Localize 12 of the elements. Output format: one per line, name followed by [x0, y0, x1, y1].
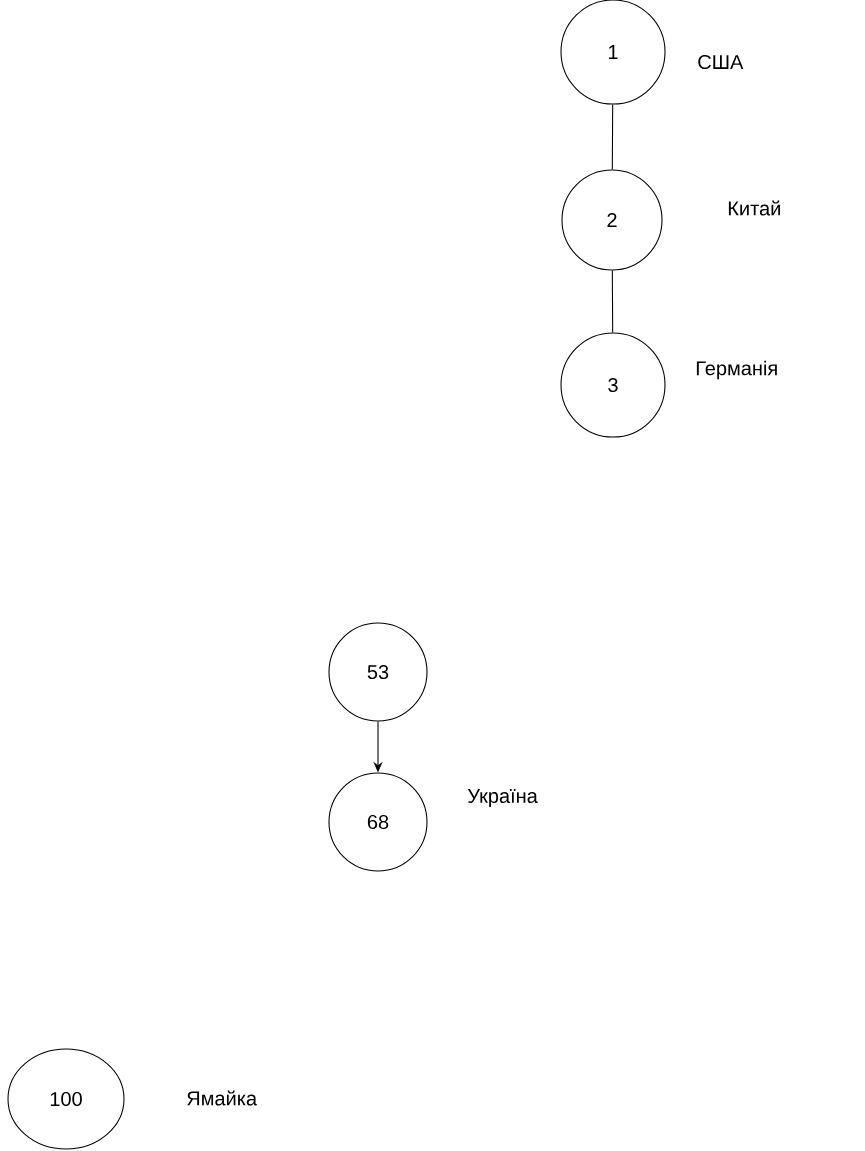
country-label: Ямайка [187, 1090, 258, 1106]
country-label: Україна [467, 789, 538, 807]
country-label: Германія [696, 360, 777, 380]
circle-node: 68 [328, 772, 428, 872]
circle-node: 2 [561, 169, 663, 271]
circle-node: 3 [560, 332, 666, 438]
connector [611, 270, 614, 333]
country-label: Китай [728, 200, 780, 216]
circle-node: 100 [7, 1048, 125, 1150]
connector [611, 104, 614, 170]
country-label: США [698, 54, 744, 70]
circle-node: 53 [328, 622, 428, 722]
